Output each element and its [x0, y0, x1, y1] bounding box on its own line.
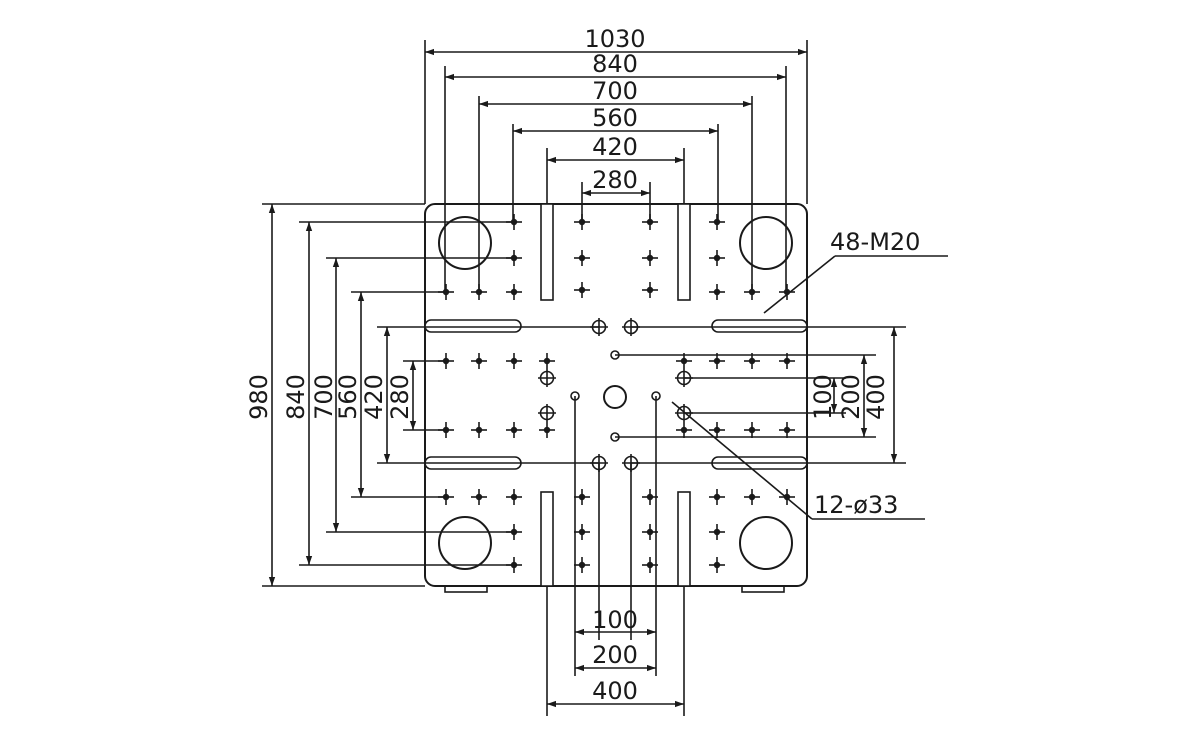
dim-left-560: 560: [334, 374, 362, 420]
dim-left-700: 700: [310, 374, 338, 420]
m20-hole: [471, 353, 487, 369]
through-holes: [538, 318, 693, 472]
dim-bottom-200: 200: [592, 641, 638, 669]
m20-hole: [709, 422, 725, 438]
dim-top-700: 700: [592, 77, 638, 105]
m20-hole: [506, 284, 522, 300]
m20-hole: [574, 557, 590, 573]
m20-hole: [709, 214, 725, 230]
dim-top-840: 840: [592, 50, 638, 78]
top-dimensions: 1030 840 700 560 420 280: [584, 25, 645, 194]
dim-bottom-100: 100: [592, 606, 638, 634]
m20-hole: [539, 422, 555, 438]
m20-hole: [709, 353, 725, 369]
center-hole: [603, 385, 627, 409]
m20-hole: [642, 282, 658, 298]
m20-hole: [709, 250, 725, 266]
dim-top-560: 560: [592, 104, 638, 132]
m20-hole: [709, 489, 725, 505]
dim-right-200: 200: [837, 374, 865, 420]
bottom-dimensions: 100 200 400: [592, 606, 638, 705]
dim-top-420: 420: [592, 133, 638, 161]
m20-hole: [744, 422, 760, 438]
dim-top-280: 280: [592, 166, 638, 194]
left-dimensions: 980 840 700 560 420 280: [245, 374, 414, 420]
dim-left-420: 420: [360, 374, 388, 420]
dim-left-280: 280: [386, 374, 414, 420]
m20-hole: [506, 489, 522, 505]
tie-bar-holes: [438, 216, 793, 570]
m20-hole: [642, 250, 658, 266]
m20-hole: [709, 557, 725, 573]
dimension-lines: [262, 40, 906, 716]
dim-right-400: 400: [862, 374, 890, 420]
dim-bottom-400: 400: [592, 677, 638, 705]
callout-12-d33: 12-ø33: [814, 491, 898, 519]
m20-hole: [471, 489, 487, 505]
m20-hole: [539, 353, 555, 369]
m20-hole: [471, 422, 487, 438]
m20-hole: [574, 282, 590, 298]
m20-hole: [506, 353, 522, 369]
m20-hole: [506, 422, 522, 438]
platen-outline: [424, 203, 808, 593]
callout-through-holes: 12-ø33: [671, 401, 925, 520]
m20-hole: [709, 524, 725, 540]
m20-hole: [779, 284, 795, 300]
m20-hole: [779, 422, 795, 438]
callout-tapped-holes: 48-M20: [763, 228, 948, 314]
right-dimensions: 100 200 400: [809, 374, 890, 420]
m20-hole: [676, 422, 692, 438]
dim-top-1030: 1030: [584, 25, 645, 53]
m20-hole: [574, 250, 590, 266]
callout-48-m20: 48-M20: [830, 228, 920, 256]
m20-hole: [744, 489, 760, 505]
t-slots: [424, 203, 808, 587]
dim-left-980: 980: [245, 374, 273, 420]
dim-right-100: 100: [809, 374, 837, 420]
m20-hole: [574, 524, 590, 540]
m20-hole: [709, 284, 725, 300]
d33-hole: [538, 369, 556, 387]
dim-left-840: 840: [282, 374, 310, 420]
bolt-holes: [438, 214, 795, 573]
m20-hole: [574, 489, 590, 505]
d33-hole: [538, 404, 556, 422]
